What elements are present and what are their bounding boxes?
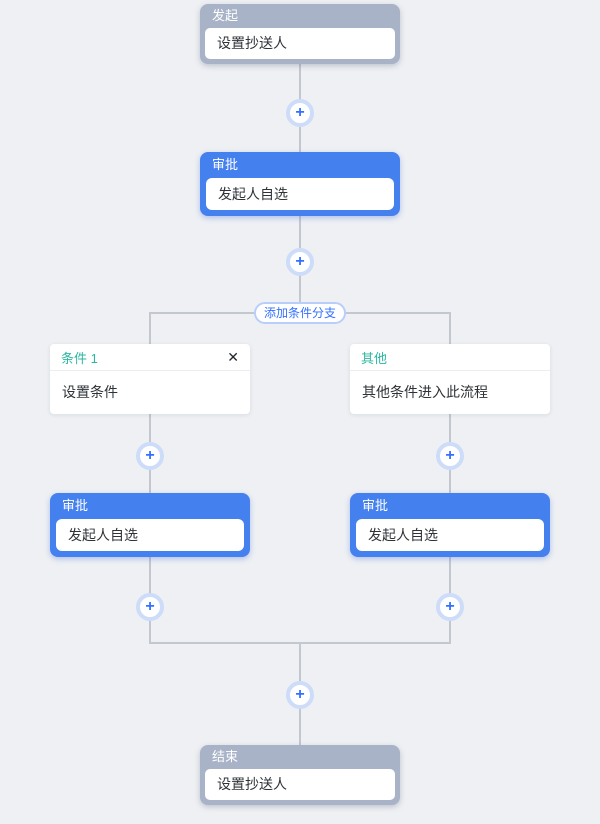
plus-icon: + — [295, 252, 305, 270]
condition-node-body[interactable]: 设置条件 — [62, 384, 118, 400]
connector-line — [149, 313, 151, 345]
start-node-title: 发起 — [212, 8, 239, 23]
add-node-button[interactable]: + — [436, 593, 464, 621]
condition-node-header: 条件 1 ✕ — [50, 344, 250, 371]
add-condition-branch-button[interactable]: 添加条件分支 — [254, 302, 346, 324]
end-node[interactable]: 结束 设置抄送人 — [200, 745, 400, 805]
approval-node-body[interactable]: 发起人自选 — [56, 519, 244, 551]
approval-node-right[interactable]: 审批 发起人自选 — [350, 493, 550, 557]
plus-icon: + — [295, 103, 305, 121]
plus-icon: + — [445, 597, 455, 615]
approval-node-left[interactable]: 审批 发起人自选 — [50, 493, 250, 557]
approval-node-body[interactable]: 发起人自选 — [356, 519, 544, 551]
add-node-button[interactable]: + — [136, 593, 164, 621]
plus-icon: + — [445, 446, 455, 464]
plus-icon: + — [145, 597, 155, 615]
add-node-button[interactable]: + — [136, 442, 164, 470]
add-node-button[interactable]: + — [286, 248, 314, 276]
condition-node-other[interactable]: 其他 其他条件进入此流程 — [350, 344, 550, 414]
condition-node-body: 其他条件进入此流程 — [362, 384, 488, 400]
connector-line — [449, 313, 451, 345]
add-node-button[interactable]: + — [286, 99, 314, 127]
close-icon[interactable]: ✕ — [227, 349, 239, 365]
approval-node-title: 审批 — [62, 498, 89, 513]
add-node-button[interactable]: + — [286, 681, 314, 709]
start-node[interactable]: 发起 设置抄送人 — [200, 4, 400, 64]
end-node-body[interactable]: 设置抄送人 — [205, 769, 395, 800]
end-node-title: 结束 — [212, 749, 239, 764]
start-node-body[interactable]: 设置抄送人 — [205, 28, 395, 59]
condition-node-header: 其他 — [350, 344, 550, 371]
plus-icon: + — [295, 685, 305, 703]
condition-node-1[interactable]: 条件 1 ✕ 设置条件 — [50, 344, 250, 414]
approval-node-main[interactable]: 审批 发起人自选 — [200, 152, 400, 216]
plus-icon: + — [145, 446, 155, 464]
condition-node-title: 条件 1 — [61, 350, 98, 366]
approval-node-body[interactable]: 发起人自选 — [206, 178, 394, 210]
approval-node-title: 审批 — [212, 157, 239, 172]
approval-node-title: 审批 — [362, 498, 389, 513]
add-node-button[interactable]: + — [436, 442, 464, 470]
condition-node-title: 其他 — [361, 350, 388, 366]
